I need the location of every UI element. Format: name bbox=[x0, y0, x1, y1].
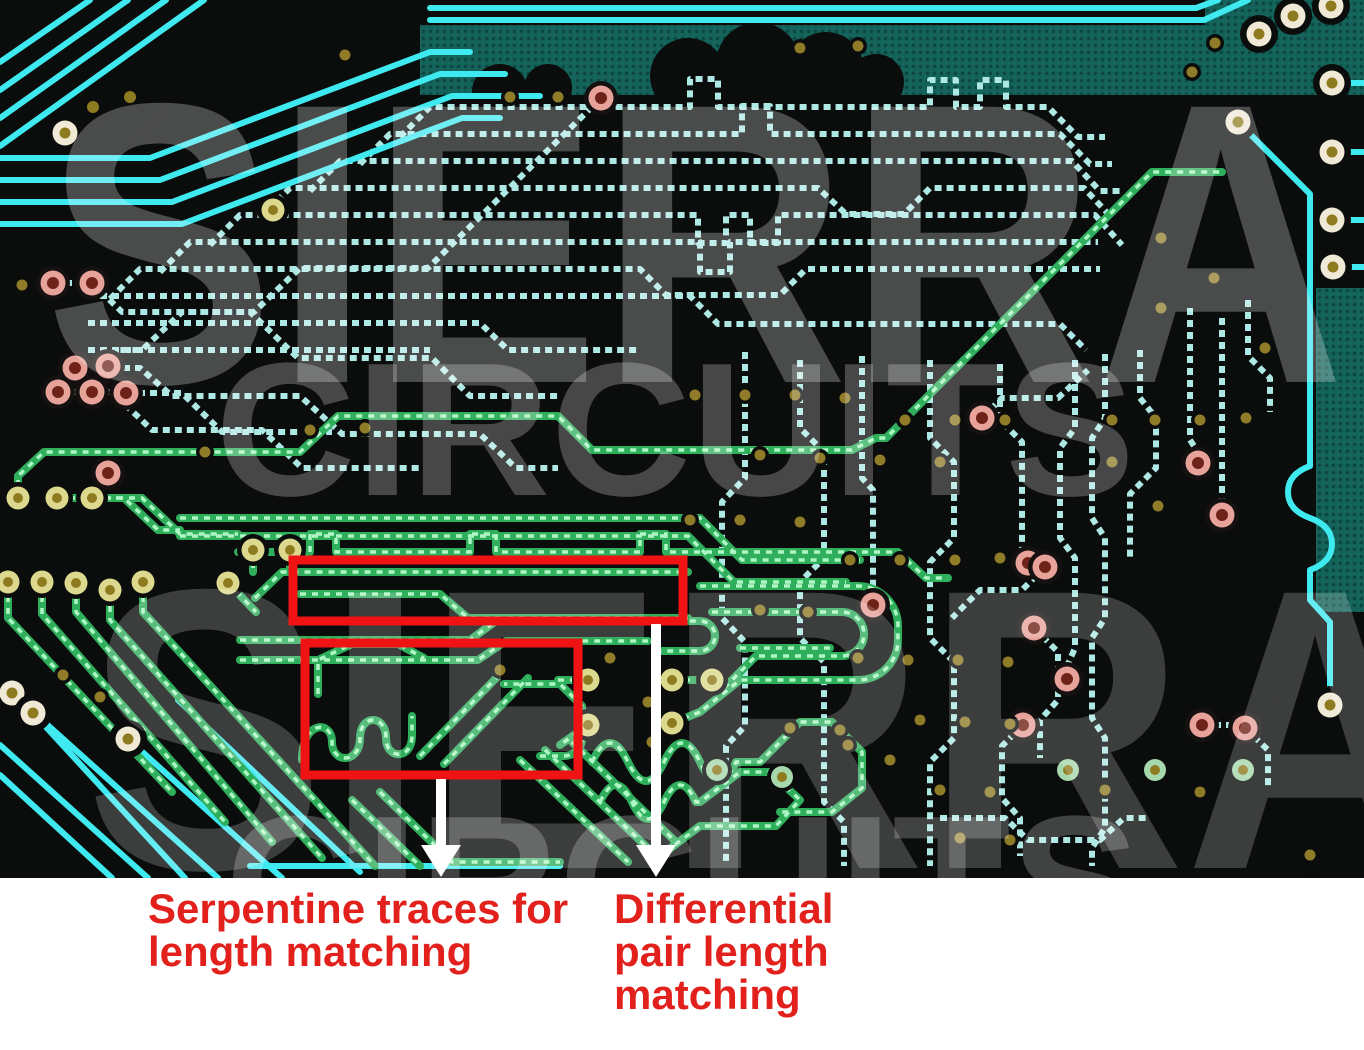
watermark-sierra-bottom: SIERRA bbox=[85, 506, 1364, 953]
caption-panel bbox=[0, 878, 1364, 1050]
via-group-white bbox=[0, 0, 1346, 752]
down-arrow-icon-serpentine bbox=[421, 779, 461, 877]
label-diff-pair-line1: Differential bbox=[614, 885, 833, 932]
highlight-box-diff-pair bbox=[288, 555, 688, 626]
annotation-layer: Serpentine traces for length matching Di… bbox=[148, 555, 833, 1018]
watermark: SIERRA CIRCUITS SIERRA CIRCUITS bbox=[45, 20, 1364, 989]
label-diff-pair-line2: pair length bbox=[614, 928, 829, 975]
via-group-ring bbox=[702, 755, 1258, 792]
via-group-dot bbox=[13, 34, 1319, 864]
watermark-sierra-top: SIERRA bbox=[45, 20, 1345, 467]
pcb-board-image: SIERRA CIRCUITS SIERRA CIRCUITS bbox=[0, 0, 1364, 989]
vias bbox=[0, 0, 1346, 864]
label-serpentine-line2: length matching bbox=[148, 928, 472, 975]
down-arrow-icon-diff-pair bbox=[636, 624, 676, 877]
watermark-circuits-bottom: CIRCUITS bbox=[225, 777, 1140, 989]
highlight-box-serpentine bbox=[300, 638, 583, 780]
watermark-circuits-top: CIRCUITS bbox=[215, 324, 1135, 536]
label-diff-pair-line3: matching bbox=[614, 971, 801, 1018]
via-group-pink bbox=[36, 81, 1262, 745]
via-group-dark bbox=[78, 82, 145, 122]
label-serpentine-line1: Serpentine traces for bbox=[148, 885, 568, 932]
